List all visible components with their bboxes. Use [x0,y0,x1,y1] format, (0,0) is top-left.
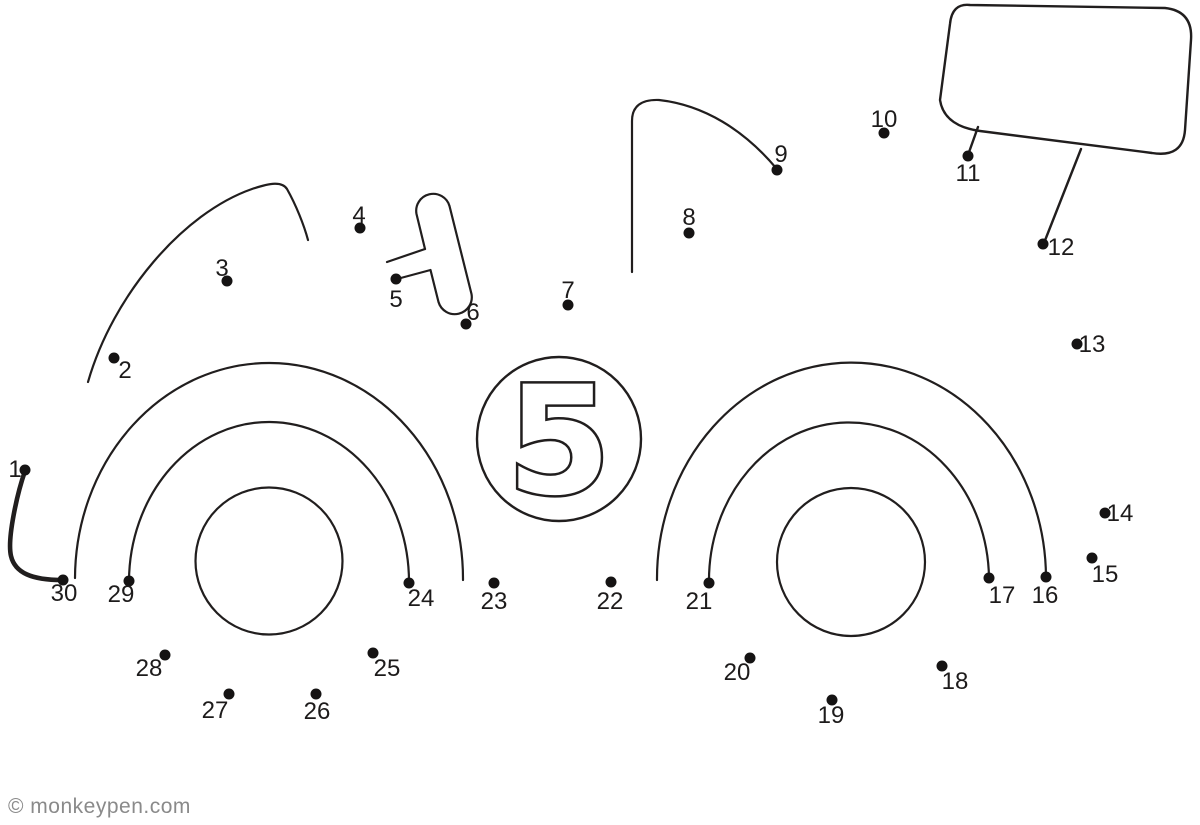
left-wheel-inner-arc [127,420,411,585]
dot-4 [354,222,366,234]
right-wheel-outer-arc [655,361,1048,582]
dot-label-3: 3 [215,255,228,282]
dot-23 [488,577,500,589]
badge-number: 5 [507,355,611,529]
dot-label-24: 24 [408,585,435,612]
dot-14 [1099,507,1111,519]
dot-12 [1037,238,1049,250]
dot-1 [19,464,31,476]
dot-11 [962,150,974,162]
dot-label-11: 11 [956,160,981,187]
dot-label-8: 8 [682,204,695,231]
dot-label-28: 28 [136,655,163,682]
dot-28 [159,649,171,661]
dot-2 [108,352,120,364]
dot-9 [771,164,783,176]
windshield-line [630,98,778,274]
left-wheel-hub-circle [194,486,344,636]
dot-7 [562,299,574,311]
dot-26 [310,688,322,700]
dot-22 [605,576,617,588]
dot-20 [744,652,756,664]
dot-30 [57,574,69,586]
dot-label-30: 30 [51,580,78,607]
dot-label-1: 1 [8,456,21,483]
dot-label-6: 6 [466,299,479,326]
dot-25 [367,647,379,659]
dot-label-20: 20 [724,659,751,686]
dot-label-19: 19 [818,702,845,729]
dot-label-9: 9 [774,141,787,168]
dot-13 [1071,338,1083,350]
dot-label-5: 5 [389,286,402,313]
dot-label-12: 12 [1048,234,1075,261]
dot-label-25: 25 [374,655,401,682]
dot-label-16: 16 [1032,582,1059,609]
dot-label-18: 18 [942,668,969,695]
dot-19 [826,694,838,706]
copyright-text: © monkeypen.com [8,795,191,818]
badge-circle [475,355,643,523]
headrest-right-leg [1042,147,1083,245]
dot-label-13: 13 [1079,331,1106,358]
dot-label-23: 23 [481,588,508,615]
hood-curve-line [86,182,310,384]
dot-label-17: 17 [989,582,1016,609]
dot-15 [1086,552,1098,564]
door-handle-outline [395,192,473,316]
dot-label-26: 26 [304,698,331,725]
right-wheel-hub-circle [775,486,927,638]
dot-label-14: 14 [1107,500,1134,527]
dot-8 [683,227,695,239]
dot-10 [878,127,890,139]
dot-label-21: 21 [686,588,713,615]
dot-21 [703,577,715,589]
dot-label-15: 15 [1092,561,1119,588]
dot-label-27: 27 [202,697,229,724]
dot-label-22: 22 [597,588,624,615]
dot-label-10: 10 [871,106,898,133]
dot-24 [403,577,415,589]
dot-label-2: 2 [118,357,131,384]
dot-3 [221,275,233,287]
dot-label-7: 7 [561,277,574,304]
right-wheel-inner-arc [707,421,991,585]
dot-27 [223,688,235,700]
dot-6 [460,318,472,330]
dot-16 [1040,571,1052,583]
dot-label-4: 4 [352,202,365,229]
dot-17 [983,572,995,584]
dot-18 [936,660,948,672]
dot-label-29: 29 [108,581,135,608]
headrest-outline [938,3,1193,155]
door-handle-upper-line [385,247,427,264]
dot-29 [123,575,135,587]
left-wheel-outer-arc [73,361,465,582]
bumper-curve-line [7,468,65,583]
dot-5 [390,273,402,285]
headrest-left-leg [966,125,980,157]
